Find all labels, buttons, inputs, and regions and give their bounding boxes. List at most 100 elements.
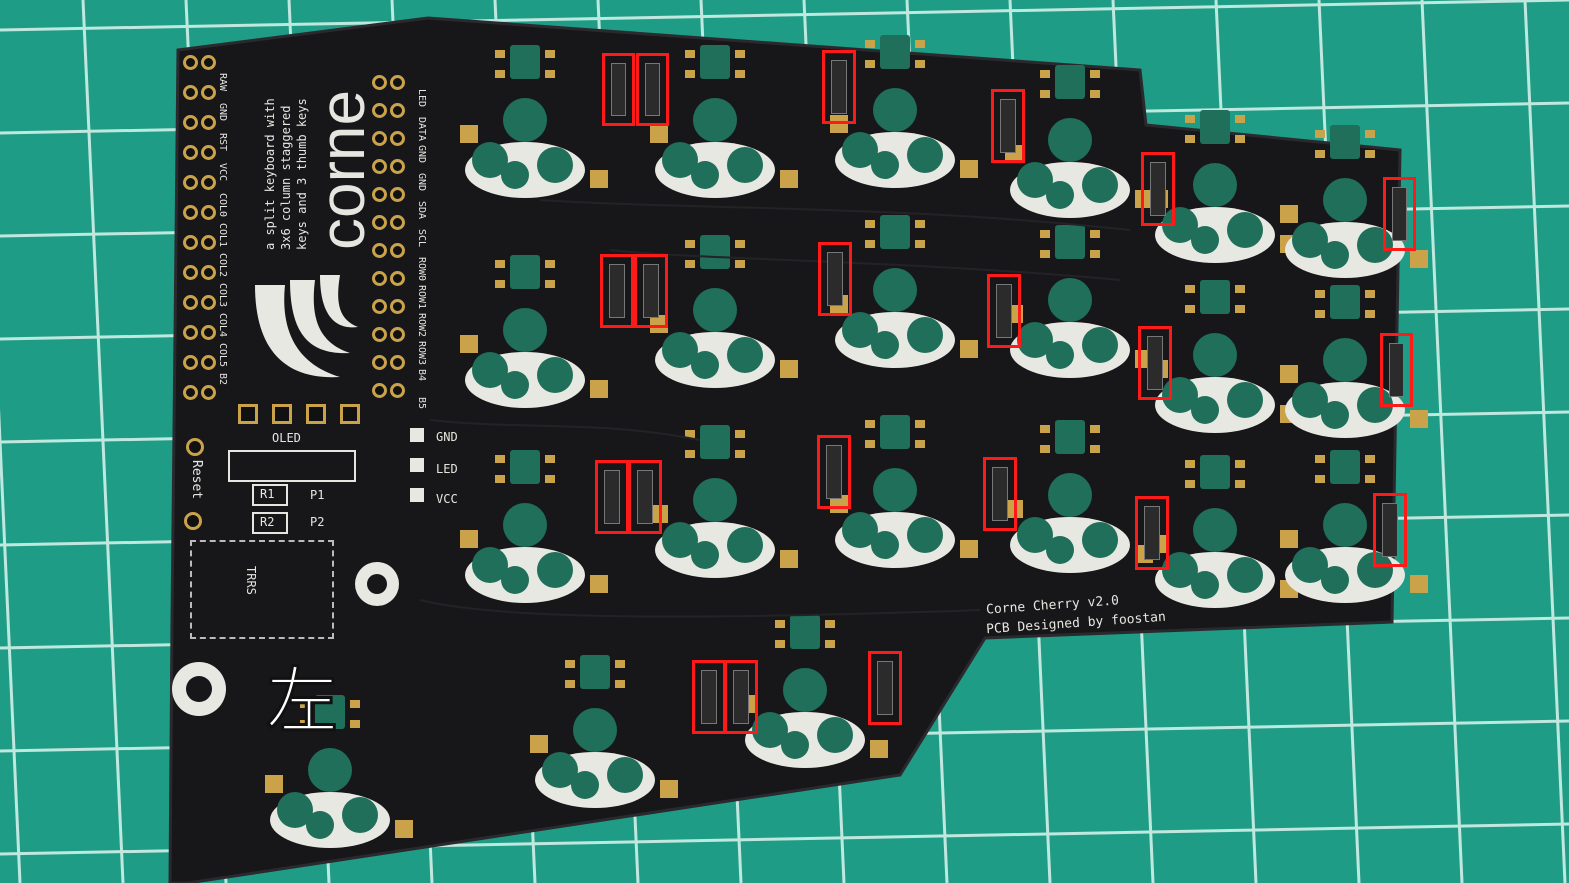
header-pin-pad [390, 355, 405, 370]
key-socket [1005, 420, 1153, 573]
r1-label: R1 [260, 487, 275, 501]
diode-highlight-box [600, 254, 634, 328]
led-gnd-label: GND [436, 430, 458, 444]
key-socket [460, 45, 608, 198]
diode-highlight-box [1135, 496, 1169, 570]
key-socket [650, 235, 798, 388]
header-pin-pad [390, 299, 405, 314]
header-pin-pad [372, 215, 387, 230]
key-socket [740, 615, 888, 768]
left-pin-label: RST [217, 133, 228, 152]
header-pin-pad [201, 385, 216, 400]
diode-highlight-box [1380, 333, 1413, 407]
left-pin-label: B2 [217, 373, 228, 386]
oled-pads: OLED [232, 403, 301, 445]
header-pin-pad [390, 271, 405, 286]
key-socket [530, 655, 678, 808]
right-pin-label: ROW0 [416, 257, 427, 282]
right-pin-label: LED [416, 89, 427, 108]
diode-highlight-box [1373, 493, 1407, 567]
left-pin-label: COL4 [217, 313, 228, 338]
header-pin-pad [390, 131, 405, 146]
side-label: 左 [264, 658, 339, 745]
description-line: keys and 3 thumb keys [295, 98, 309, 250]
key-socket [265, 695, 413, 848]
header-pin-pad [183, 205, 198, 220]
r2-label: R2 [260, 515, 275, 529]
header-pin-pad [372, 299, 387, 314]
corne-logo-icon [250, 265, 360, 385]
header-pin-pad [390, 327, 405, 342]
header-pin-pad [390, 159, 405, 174]
diode-highlight-box [724, 660, 758, 734]
header-pin-pad [201, 175, 216, 190]
diode-highlight-box [1383, 177, 1416, 251]
right-pin-label: DATA [416, 117, 427, 142]
header-pin-pad [201, 55, 216, 70]
p1-label: P1 [310, 488, 325, 502]
key-socket [1280, 125, 1428, 278]
left-pin-label: COL3 [217, 283, 228, 308]
oled-header-box [228, 450, 356, 482]
key-socket [460, 450, 608, 603]
header-pin-pad [390, 187, 405, 202]
resistor-r1: R1 [252, 484, 288, 506]
right-pin-label: ROW3 [416, 341, 427, 366]
header-pin-pad [372, 327, 387, 342]
header-pin-pad [183, 385, 198, 400]
mounting-hole [172, 662, 226, 716]
corne-logo-text: corne [306, 89, 378, 250]
diode-highlight-box [868, 651, 902, 725]
header-pin-pad [372, 383, 387, 398]
left-pin-label: COL0 [217, 193, 228, 218]
header-pin-pad [201, 235, 216, 250]
left-pin-label: VCC [217, 163, 228, 182]
header-pin-pad [372, 159, 387, 174]
right-pin-label: ROW1 [416, 285, 427, 310]
description-line: 3x6 column staggered [279, 105, 293, 251]
diode-highlight-box [628, 460, 662, 534]
right-pin-label: ROW2 [416, 313, 427, 338]
header-pin-pad [183, 355, 198, 370]
diode-highlight-box [983, 457, 1017, 531]
header-pin-pad [183, 115, 198, 130]
header-pin-pad [183, 145, 198, 160]
right-pin-label: GND [416, 145, 427, 164]
right-pin-label: B4 [416, 369, 427, 382]
diode-highlight-box [991, 89, 1025, 163]
grid-line [1523, 0, 1567, 883]
left-pin-label: COL1 [217, 223, 228, 248]
diode-highlight-box [818, 242, 852, 316]
header-pin-pad [390, 383, 405, 398]
header-pin-pad [372, 75, 387, 90]
diode-highlight-box [1141, 152, 1175, 226]
reset-pad [184, 512, 202, 530]
key-socket [830, 415, 978, 568]
header-pin-pad [372, 131, 387, 146]
grid-line [1420, 0, 1464, 883]
left-pin-label: RAW [217, 73, 228, 92]
key-socket [1005, 65, 1153, 218]
diode-highlight-box [602, 53, 635, 126]
header-pin-pad [372, 187, 387, 202]
header-pin-pad [201, 265, 216, 280]
header-pin-pad [201, 295, 216, 310]
reset-label: Reset [189, 460, 204, 500]
header-pin-pad [201, 355, 216, 370]
led-vcc-label: VCC [436, 492, 458, 506]
resistor-r2: R2 [252, 512, 288, 534]
key-socket [830, 215, 978, 368]
oled-label: OLED [272, 431, 301, 445]
right-pin-label: GND [416, 173, 427, 192]
header-pin-pad [390, 243, 405, 258]
led-led-label: LED [436, 462, 458, 476]
trrs-hole [355, 562, 399, 606]
right-pin-label: SDA [416, 201, 427, 220]
header-pin-pad [183, 235, 198, 250]
header-pin-pad [183, 175, 198, 190]
header-pin-pad [183, 295, 198, 310]
diode-highlight-box [817, 435, 851, 509]
